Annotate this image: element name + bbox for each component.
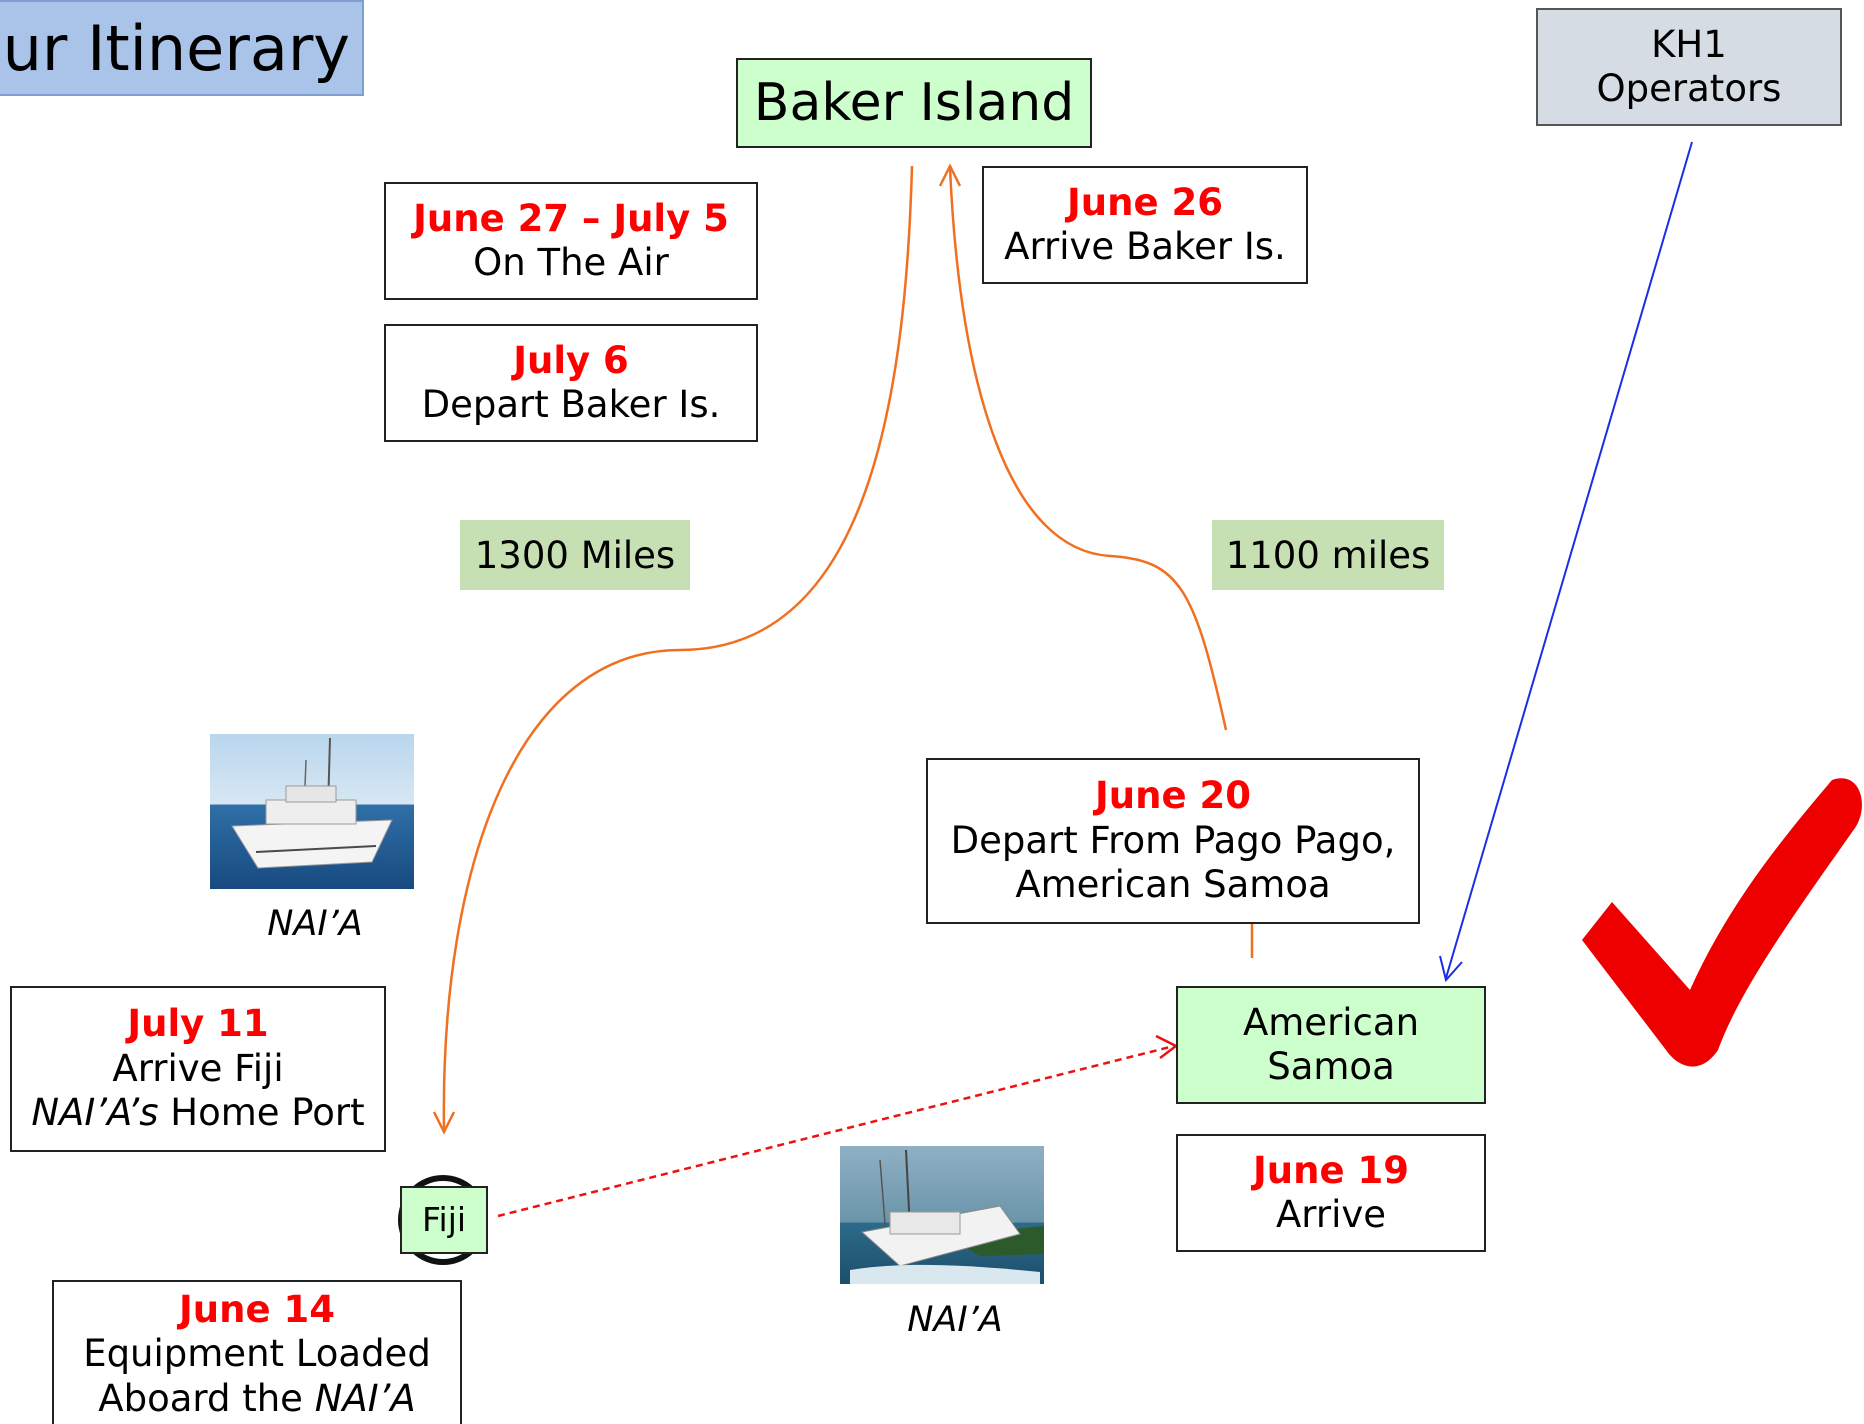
boat-photo-top	[210, 734, 414, 889]
event-depart-pago: June 20 Depart From Pago Pago, American …	[926, 758, 1420, 924]
event-on-air: June 27 – July 5 On The Air	[384, 182, 758, 300]
event-depart-baker: July 6 Depart Baker Is.	[384, 324, 758, 442]
event-arrive-baker: June 26 Arrive Baker Is.	[982, 166, 1308, 284]
route-baker-to-fiji	[442, 165, 914, 1131]
node-american-samoa: American Samoa	[1176, 986, 1486, 1104]
checkmark-icon	[1582, 778, 1862, 1067]
node-kh1-operators: KH1 Operators	[1536, 8, 1842, 126]
node-fiji: Fiji	[400, 1186, 488, 1254]
route-fiji-to-samoa	[497, 1044, 1175, 1218]
boat-caption-bottom: NAI’A	[907, 1300, 1003, 1340]
boat-photo-bottom	[840, 1146, 1044, 1284]
route-samoa-to-baker	[948, 167, 1254, 958]
page-title: ur Itinerary	[0, 0, 364, 96]
node-baker-island: Baker Island	[736, 58, 1092, 148]
boat-caption-top: NAI’A	[267, 904, 363, 944]
distance-right: 1100 miles	[1212, 520, 1444, 590]
arrowhead-fiji	[432, 1111, 456, 1135]
arrowhead-baker	[938, 163, 962, 187]
event-equipment-loaded: June 14 Equipment Loaded Aboard the NAI’…	[52, 1280, 462, 1424]
operators-arrow	[1445, 141, 1693, 979]
event-arrive-fiji: July 11 Arrive Fiji NAI’A’s Home Port	[10, 986, 386, 1152]
event-arrive-samoa: June 19 Arrive	[1176, 1134, 1486, 1252]
distance-left: 1300 Miles	[460, 520, 690, 590]
arrowhead-operators	[1439, 955, 1463, 983]
